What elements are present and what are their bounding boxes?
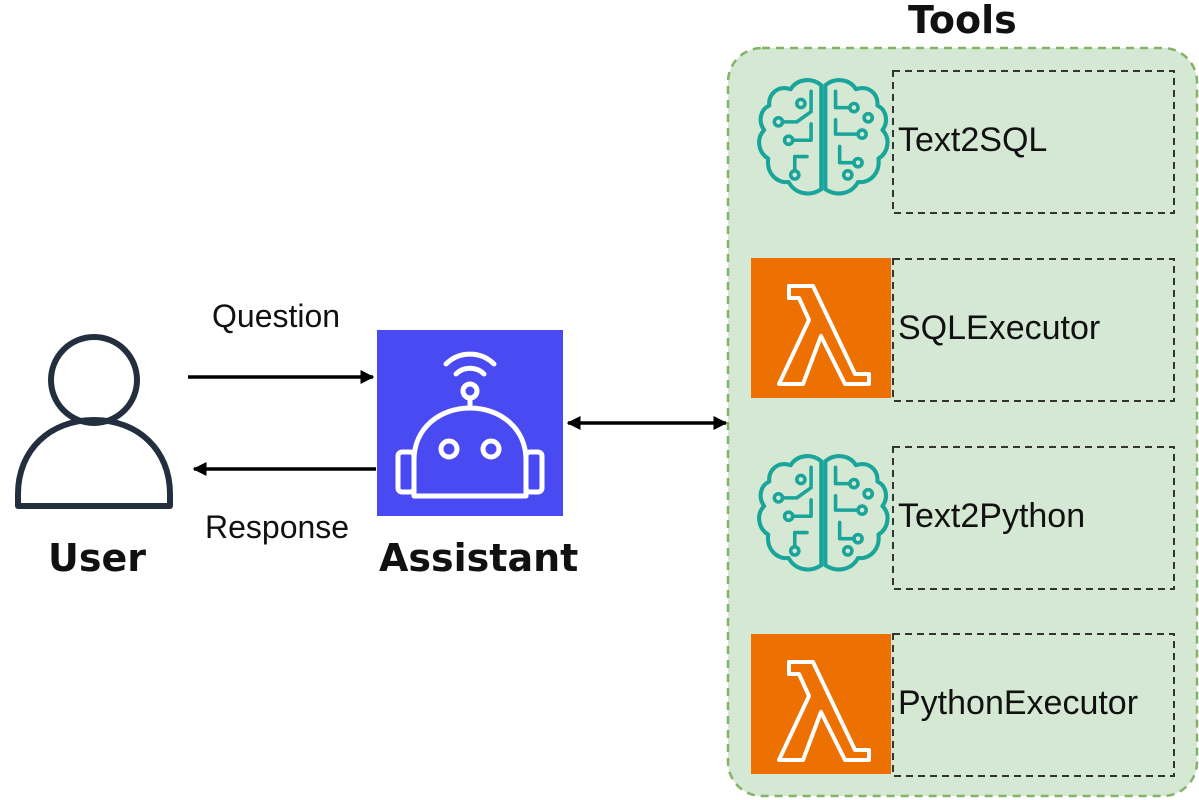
user-icon bbox=[15, 334, 173, 509]
tool-box-sqlexecutor bbox=[892, 258, 1175, 402]
tool-box-text2python bbox=[892, 446, 1175, 590]
tools-panel bbox=[726, 46, 1199, 798]
tool-box-text2sql bbox=[892, 70, 1175, 214]
tools-title: Tools bbox=[908, 0, 1017, 42]
tool-label-pythonexecutor: PythonExecutor bbox=[898, 684, 1139, 722]
lambda-icon bbox=[749, 632, 893, 776]
user-label: User bbox=[48, 536, 146, 580]
question-label: Question bbox=[212, 298, 341, 334]
robot-icon bbox=[377, 330, 563, 516]
response-label: Response bbox=[205, 509, 350, 545]
lambda-icon bbox=[749, 256, 893, 400]
tool-label-text2sql: Text2SQL bbox=[898, 121, 1048, 159]
tool-box-pythonexecutor bbox=[892, 633, 1175, 777]
tool-label-sqlexecutor: SQLExecutor bbox=[898, 309, 1101, 347]
tool-label-text2python: Text2Python bbox=[898, 497, 1086, 535]
assistant-label: Assistant bbox=[379, 536, 579, 580]
